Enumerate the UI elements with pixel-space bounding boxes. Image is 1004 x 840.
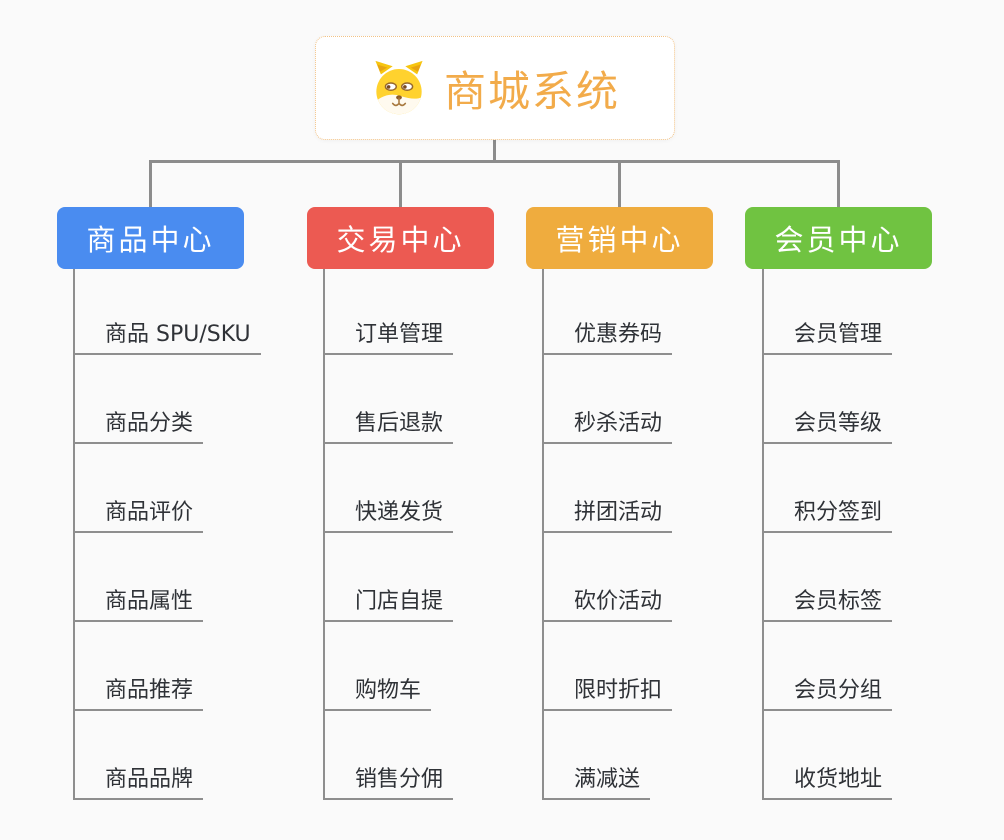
leaf-item[interactable]: 订单管理 [325, 309, 454, 355]
connector-drop-product [149, 161, 152, 207]
leaf-item[interactable]: 商品 SPU/SKU [75, 309, 261, 355]
root-node[interactable]: 商城系统 [315, 36, 675, 140]
connector-drop-trade [399, 161, 402, 207]
leaf-item[interactable]: 商品推荐 [75, 665, 204, 711]
connector-drop-marketing [618, 161, 621, 207]
leaf-column-marketing-center: 优惠券码 秒杀活动 拼团活动 砍价活动 限时折扣 满减送 [542, 269, 673, 800]
shiba-dog-icon [375, 60, 423, 115]
connector-horizontal [149, 160, 840, 163]
leaf-item[interactable]: 售后退款 [325, 398, 454, 444]
leaf-item[interactable]: 积分签到 [764, 487, 893, 533]
leaf-column-product-center: 商品 SPU/SKU 商品分类 商品评价 商品属性 商品推荐 商品品牌 [73, 269, 261, 800]
branch-node-product-center[interactable]: 商品中心 [57, 207, 244, 269]
branch-label: 商品中心 [86, 223, 215, 257]
leaf-column-trade-center: 订单管理 售后退款 快递发货 门店自提 购物车 销售分佣 [323, 269, 454, 800]
leaf-item[interactable]: 限时折扣 [544, 665, 673, 711]
root-title: 商城系统 [443, 66, 620, 116]
connector-root-drop [493, 139, 496, 163]
leaf-item[interactable]: 商品品牌 [75, 754, 204, 800]
branch-label: 会员中心 [774, 223, 903, 257]
leaf-item[interactable]: 会员管理 [764, 309, 893, 355]
leaf-item[interactable]: 会员等级 [764, 398, 893, 444]
branch-node-trade-center[interactable]: 交易中心 [307, 207, 494, 269]
leaf-item[interactable]: 秒杀活动 [544, 398, 673, 444]
leaf-item[interactable]: 门店自提 [325, 576, 454, 622]
leaf-item[interactable]: 会员标签 [764, 576, 893, 622]
leaf-column-member-center: 会员管理 会员等级 积分签到 会员标签 会员分组 收货地址 [762, 269, 893, 800]
leaf-item[interactable]: 会员分组 [764, 665, 893, 711]
leaf-item[interactable]: 砍价活动 [544, 576, 673, 622]
leaf-item[interactable]: 购物车 [325, 665, 432, 711]
branch-node-marketing-center[interactable]: 营销中心 [526, 207, 713, 269]
leaf-item[interactable]: 销售分佣 [325, 754, 454, 800]
leaf-item[interactable]: 商品评价 [75, 487, 204, 533]
branch-label: 交易中心 [336, 223, 465, 257]
leaf-item[interactable]: 快递发货 [325, 487, 454, 533]
leaf-item[interactable]: 优惠券码 [544, 309, 673, 355]
leaf-item[interactable]: 拼团活动 [544, 487, 673, 533]
leaf-item[interactable]: 商品分类 [75, 398, 204, 444]
branch-label: 营销中心 [555, 223, 684, 257]
leaf-item[interactable]: 满减送 [544, 754, 651, 800]
branch-node-member-center[interactable]: 会员中心 [745, 207, 932, 269]
connector-drop-member [837, 161, 840, 207]
leaf-item[interactable]: 收货地址 [764, 754, 893, 800]
leaf-item[interactable]: 商品属性 [75, 576, 204, 622]
